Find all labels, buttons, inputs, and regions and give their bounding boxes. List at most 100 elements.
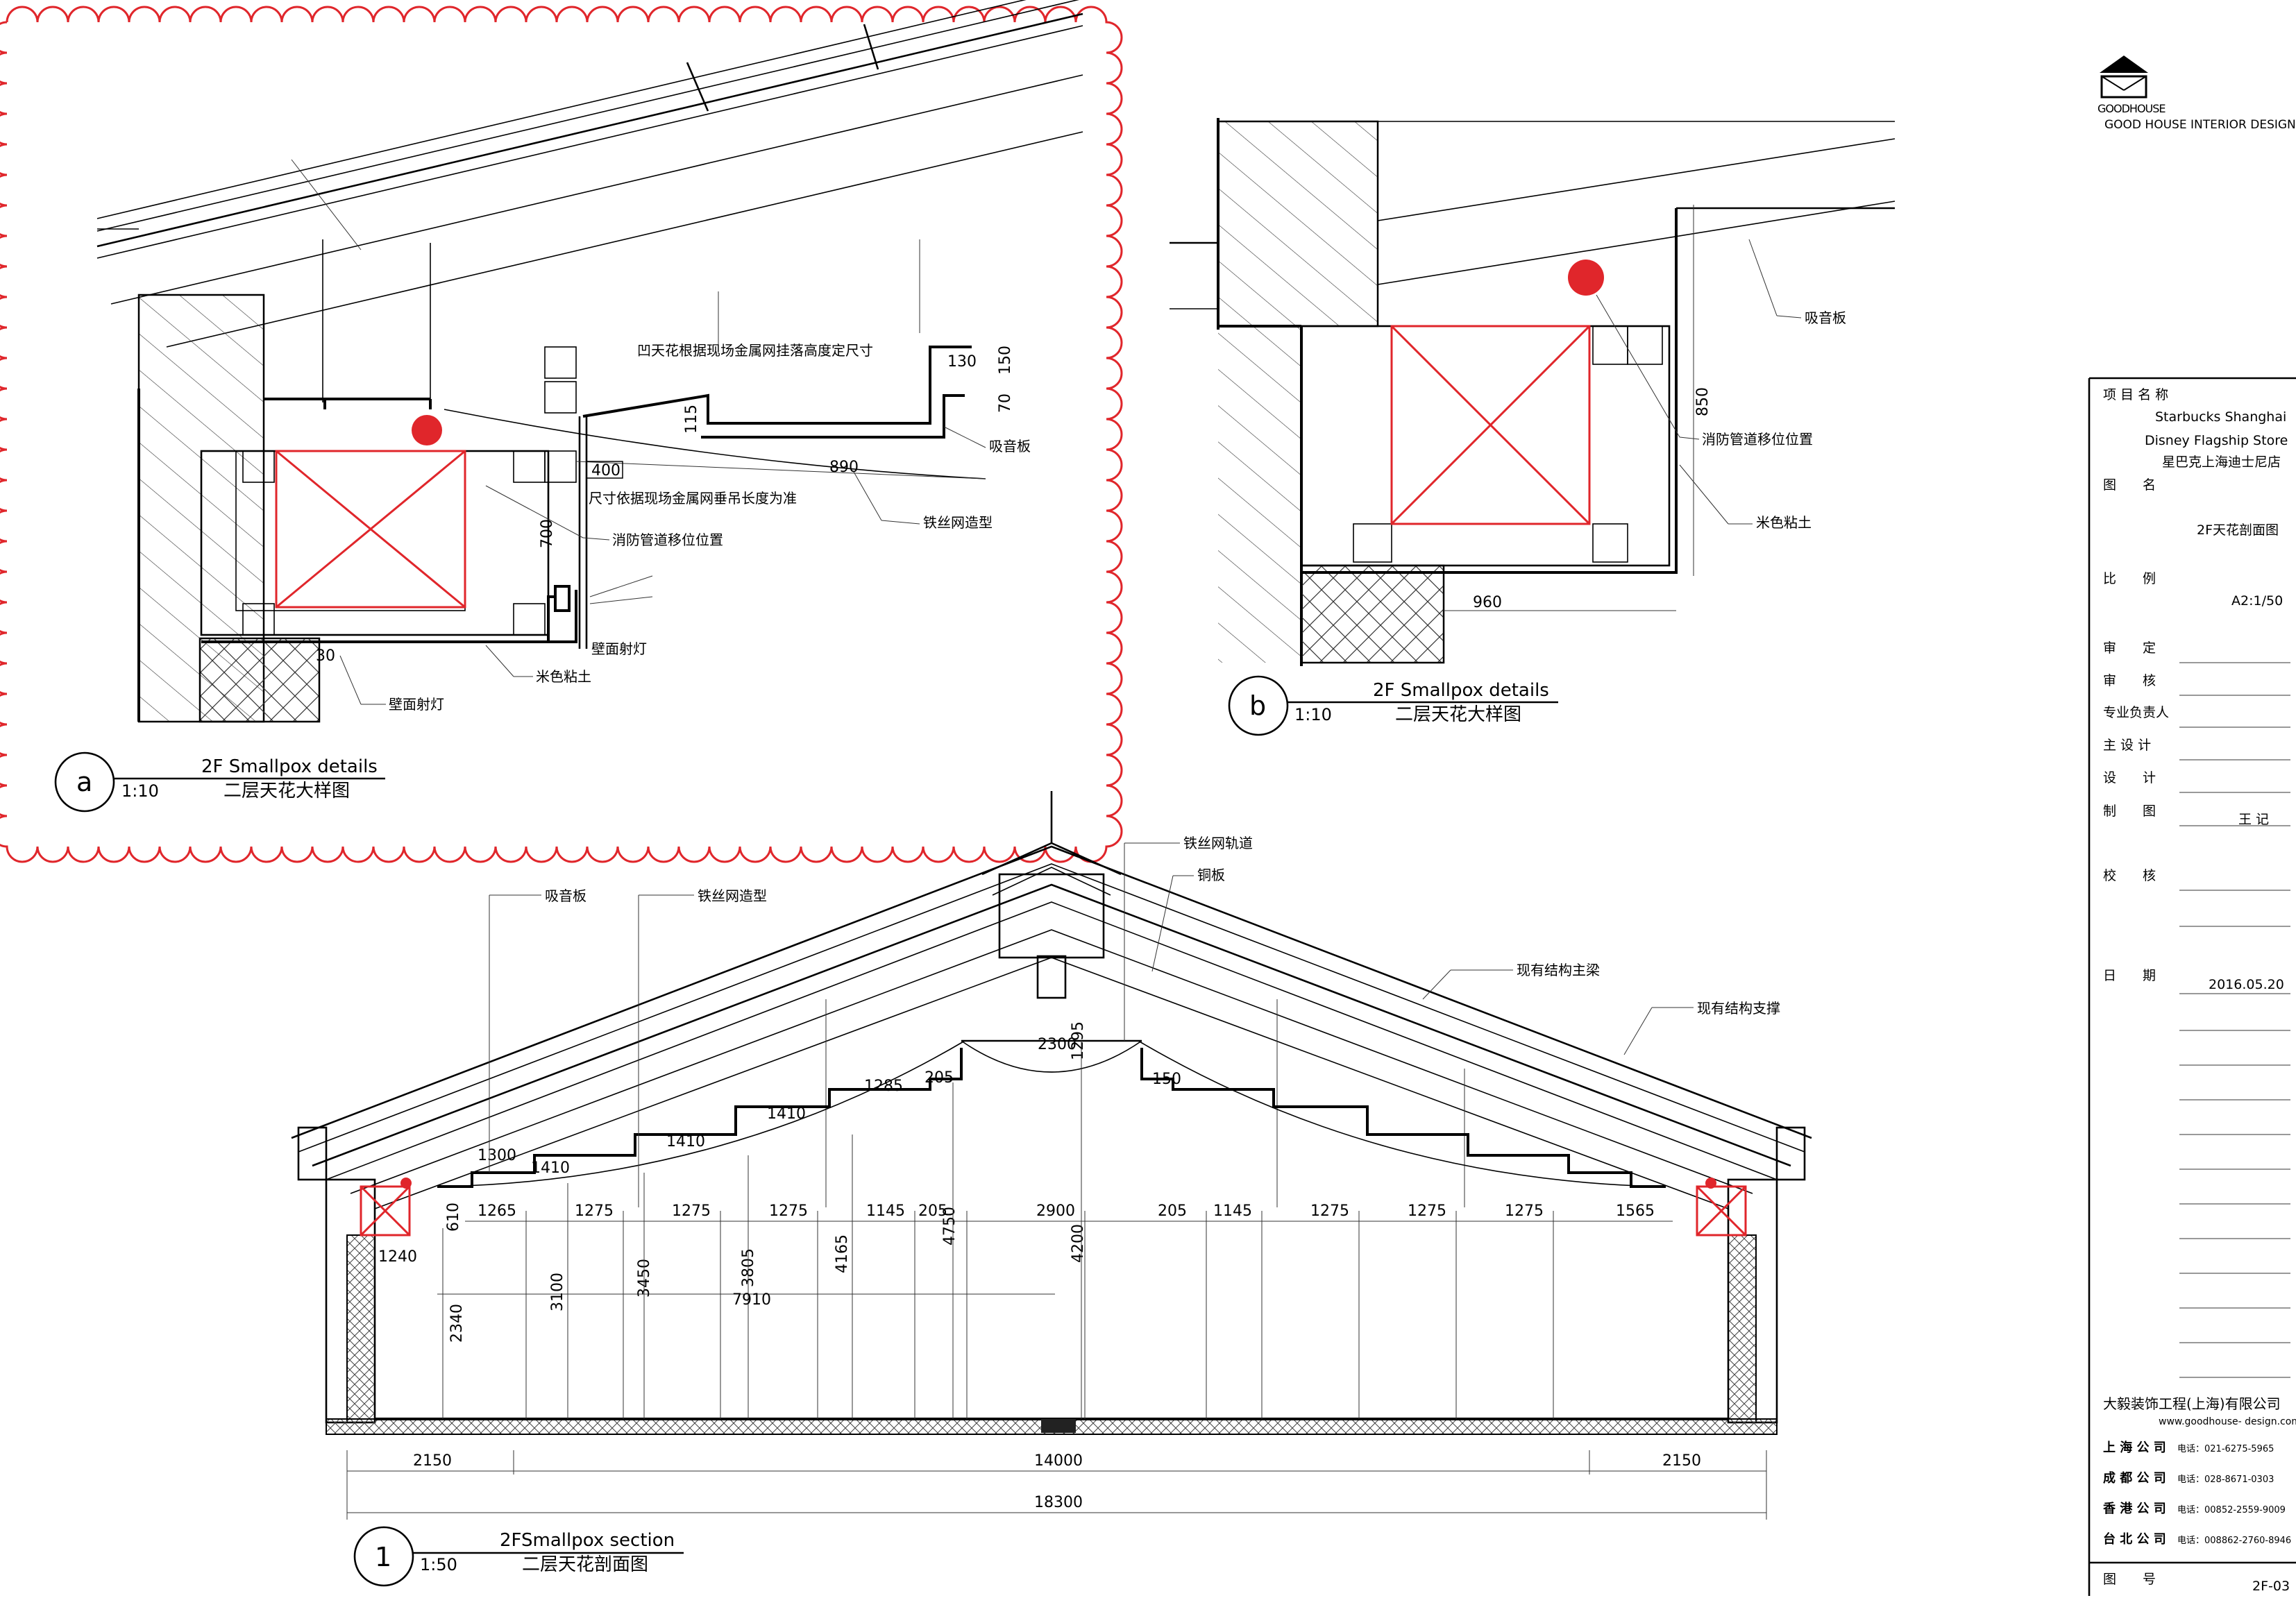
office-phone: 电话：008862-2760-8946 <box>2177 1536 2291 1546</box>
row-dim: 1275 <box>1310 1203 1349 1220</box>
row-dim: 2900 <box>1036 1203 1075 1220</box>
title-block-row-label: 设 计 <box>2103 770 2156 785</box>
title-block-row-value: 王 记 <box>2238 812 2269 827</box>
house-logo-icon <box>2100 56 2148 99</box>
vertical-dim: 4200 <box>1070 1224 1087 1263</box>
office-phone: 电话：00852-2559-9009 <box>2177 1505 2286 1515</box>
top-dim: 1300 <box>478 1147 516 1164</box>
row-dim: 205 <box>918 1203 947 1220</box>
detail-a-tag: a <box>76 767 92 797</box>
vertical-dim: 2340 <box>448 1304 466 1343</box>
top-dim: 1410 <box>767 1105 806 1123</box>
dim-850: 850 <box>1694 387 1712 416</box>
section-1-scale: 1:50 <box>420 1555 457 1574</box>
row-dim: 205 <box>1158 1203 1187 1220</box>
note-wall-light-1: 壁面射灯 <box>591 640 647 657</box>
top-dim: 150 <box>1152 1071 1181 1088</box>
section-dims <box>346 1221 1767 1520</box>
row-dim: 1565 <box>1616 1203 1655 1220</box>
title-block-row-label: 主 设 计 <box>2103 738 2151 753</box>
office-phone: 电话：028-8671-0303 <box>2177 1475 2274 1485</box>
detail-b: 850 960 吸音板 消防管道移位位置 米色粘土 b 2F Smallpox … <box>1170 118 1896 736</box>
detail-a-roof <box>96 0 1083 402</box>
detail-a-wall <box>137 294 321 723</box>
drawing-no: 2F-03 <box>2252 1579 2290 1594</box>
office-list: 上 海 公 司电话：021-6275-5965成 都 公 司电话：028-867… <box>2102 1440 2291 1547</box>
detail-b-scale: 1:10 <box>1294 705 1332 724</box>
detail-a-notes: 凹天花根据现场金属网挂落高度定尺寸 尺寸依据现场金属网垂吊长度为准 吸音板 铁丝… <box>339 342 1031 713</box>
title-block-row-label: 专业负责人 <box>2103 705 2169 720</box>
detail-a-title: a 2F Smallpox details 1:10 二层天花大样图 <box>54 751 385 813</box>
note-acoustic-panel-s: 吸音板 <box>545 887 586 904</box>
note-size-by-mesh: 尺寸依据现场金属网垂吊长度为准 <box>589 490 797 507</box>
note-main-beam: 现有结构主梁 <box>1517 962 1600 978</box>
duct-box-right <box>1696 1185 1747 1237</box>
section-walls <box>325 1178 1778 1435</box>
drawing-name-label: 图 名 <box>2103 477 2156 493</box>
top-dim: 1285 <box>864 1078 903 1095</box>
logo: GOODHOUSE GOOD HOUSE INTERIOR DESIGN <box>2097 56 2296 132</box>
drawing-name: 2F天花剖面图 <box>2197 522 2279 538</box>
vertical-dim: 4750 <box>941 1207 959 1246</box>
top-dim: 1295 <box>1070 1021 1087 1060</box>
date-label: 日 期 <box>2103 968 2156 983</box>
fire-pipe-marker-a <box>412 415 442 445</box>
dim-890: 890 <box>829 459 859 476</box>
office-name: 台 北 公 司 <box>2103 1531 2166 1547</box>
note-fire-pipe-b: 消防管道移位位置 <box>1702 431 1813 448</box>
dim-18300: 18300 <box>1034 1494 1083 1511</box>
dim-700: 700 <box>539 519 556 548</box>
title-block-row-label: 制 图 <box>2103 804 2156 819</box>
dim-150: 150 <box>997 346 1014 375</box>
detail-a: 400 890 130 150 70 115 700 30 凹天花根据现场金属网… <box>0 0 1123 863</box>
office-phone: 电话：021-6275-5965 <box>2177 1444 2274 1454</box>
fire-pipe-marker-b <box>1568 260 1604 296</box>
detail-a-title-cn: 二层天花大样图 <box>223 781 350 801</box>
note-acoustic-panel-b: 吸音板 <box>1805 309 1846 326</box>
title-block-row-label: 审 定 <box>2103 640 2156 656</box>
dim-1240: 1240 <box>378 1248 417 1266</box>
row-dim: 1265 <box>478 1203 516 1220</box>
row-dim: 1275 <box>1505 1203 1544 1220</box>
detail-a-box <box>200 346 577 643</box>
detail-b-title-en: 2F Smallpox details <box>1373 680 1549 701</box>
dim-30: 30 <box>316 647 335 665</box>
section-notes: 吸音板 铁丝网造型 铁丝网轨道 铜板 现有结构主梁 现有结构支撑 <box>489 835 1780 1173</box>
title-block-row-label: 校 核 <box>2103 868 2156 883</box>
row-dim: 1275 <box>1408 1203 1446 1220</box>
detail-a-dims: 400 890 130 150 70 115 700 30 <box>316 346 1014 665</box>
title-block: 项 目 名 称 Starbucks Shanghai Disney Flagsh… <box>2088 377 2296 1596</box>
vertical-dim: 4165 <box>834 1234 851 1273</box>
section-1-title: 1 2FSmallpox section 1:50 二层天花剖面图 <box>353 1526 684 1587</box>
note-support: 现有结构支撑 <box>1697 1000 1780 1017</box>
office-name: 上 海 公 司 <box>2103 1440 2166 1455</box>
detail-a-title-en: 2F Smallpox details <box>201 756 378 777</box>
vertical-dim: 610 <box>445 1203 462 1232</box>
vertical-dim: 3100 <box>549 1273 566 1311</box>
duct-box-a <box>275 450 466 609</box>
row-dim: 1275 <box>575 1203 614 1220</box>
dim-400: 400 <box>591 462 621 479</box>
company-website: www.goodhouse- design.com <box>2159 1416 2296 1427</box>
note-beige-clay-b: 米色粘土 <box>1756 514 1812 531</box>
logo-brand-mark: GOODHOUSE <box>2097 102 2166 115</box>
date-value: 2016.05.20 <box>2209 977 2284 992</box>
dim-130: 130 <box>947 353 977 371</box>
detail-b-title-cn: 二层天花大样图 <box>1395 704 1521 725</box>
drawing-no-label: 图 号 <box>2103 1572 2156 1587</box>
note-wire-mesh-a: 铁丝网造型 <box>923 514 993 531</box>
detail-b-title: b 2F Smallpox details 1:10 二层天花大样图 <box>1228 675 1558 736</box>
row-dim: 1275 <box>769 1203 808 1220</box>
scale-value: A2:1/50 <box>2231 593 2283 609</box>
project-name-en1: Starbucks Shanghai <box>2155 409 2286 425</box>
dim-14000: 14000 <box>1034 1452 1083 1470</box>
detail-a-ceiling <box>444 346 986 649</box>
section-1-title-en: 2FSmallpox section <box>500 1530 675 1551</box>
duct-box-b <box>1390 325 1591 525</box>
row-dim: 1145 <box>866 1203 905 1220</box>
